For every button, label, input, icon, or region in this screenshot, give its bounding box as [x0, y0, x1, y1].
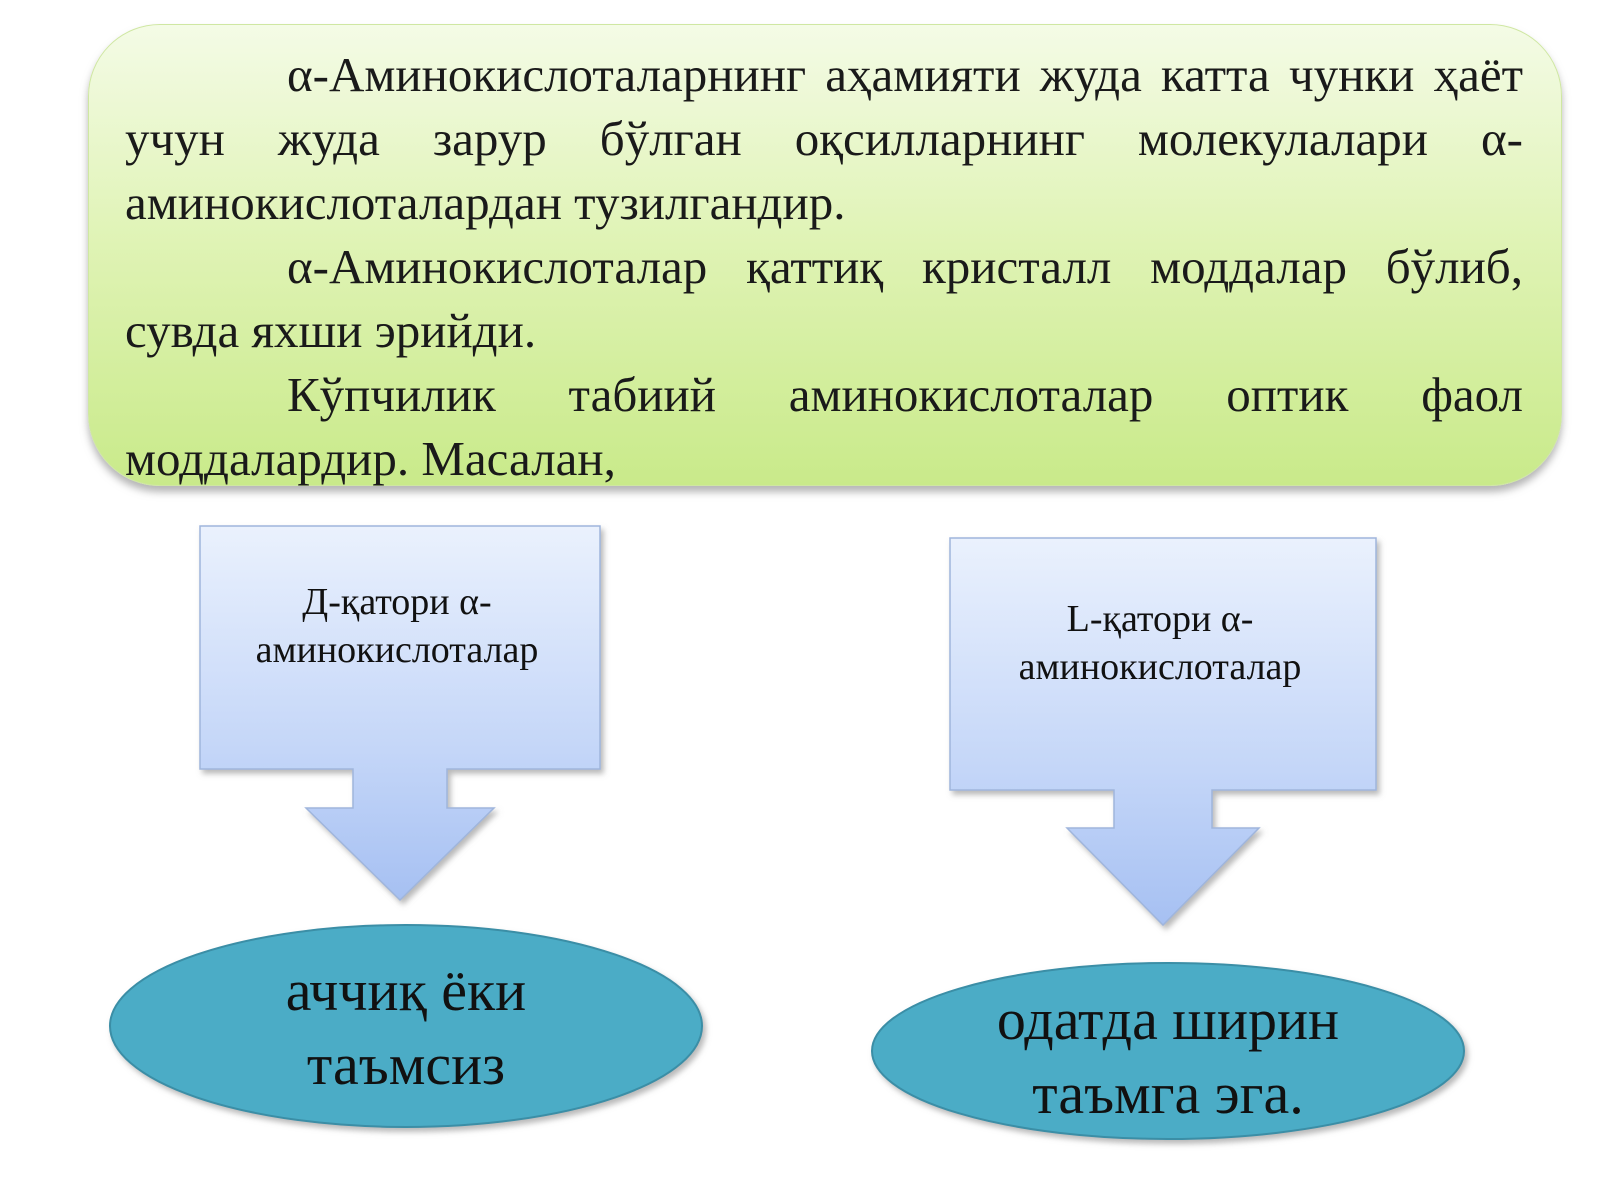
right-arrow-callout: [949, 537, 1377, 927]
text-paragraph-1: α-Аминокислоталарнинг аҳамияти жуда катт…: [125, 47, 1523, 230]
text-panel: α-Аминокислоталарнинг аҳамияти жуда катт…: [88, 24, 1562, 486]
right-result-text: одатда ширин таъмга эга.: [996, 987, 1340, 1126]
left-arrow-callout: [199, 525, 601, 902]
right-result-ellipse: [871, 962, 1465, 1140]
text-paragraph-3: Кўпчилик табиий аминокислоталар оптик фа…: [125, 367, 1523, 486]
text-paragraph-2: α-Аминокислоталар қаттиқ кристалл моддал…: [125, 239, 1523, 358]
left-box-label: Д-қатори α-аминокислоталар: [255, 581, 539, 671]
left-result-ellipse: [109, 924, 703, 1128]
right-box-label: L-қатори α-аминокислоталар: [1018, 598, 1302, 688]
left-result-text: аччиқ ёки таъмсиз: [285, 958, 527, 1097]
